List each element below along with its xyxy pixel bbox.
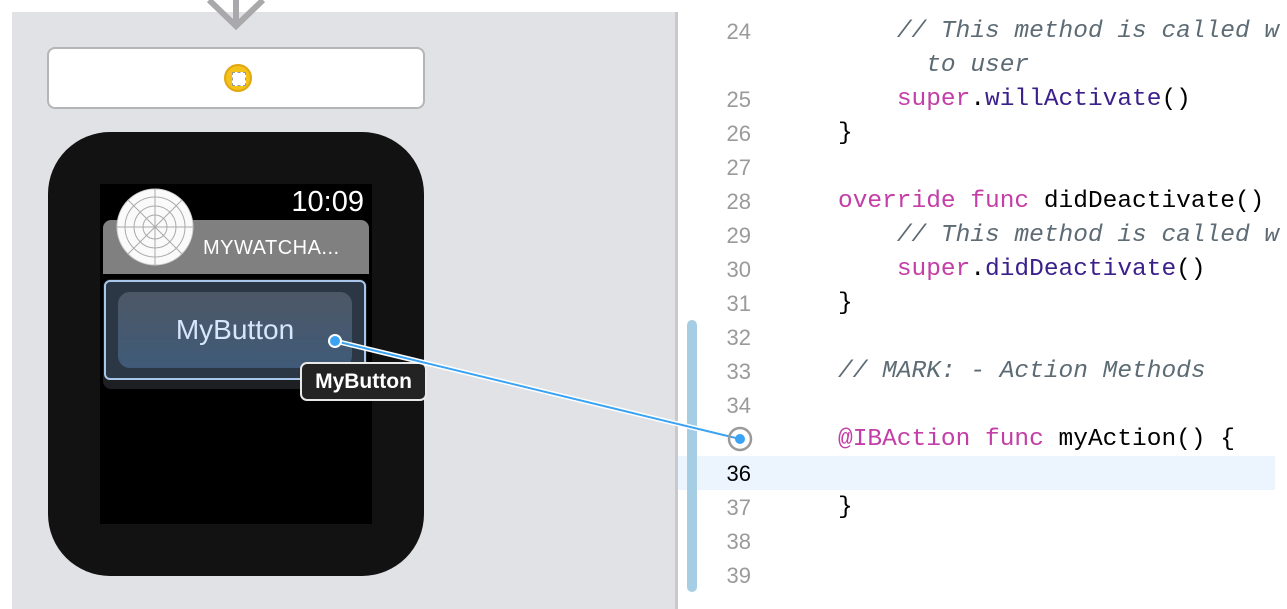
code-text: } <box>838 287 853 321</box>
code-token: } <box>838 494 853 521</box>
code-line[interactable]: 30 super.didDeactivate() <box>678 253 1287 287</box>
code-text: @IBAction func myAction() { <box>838 423 1235 457</box>
code-token: super <box>896 256 971 283</box>
code-token: . <box>970 256 986 283</box>
code-token: @IBAction <box>838 426 971 453</box>
code-token: willActivate <box>985 86 1162 113</box>
code-token <box>956 188 971 215</box>
code-line[interactable]: to user <box>678 49 1287 83</box>
segue-arrow-icon <box>206 0 266 30</box>
code-line[interactable]: 31} <box>678 287 1287 321</box>
status-time: 10:09 <box>291 186 364 218</box>
line-number: 37 <box>726 495 751 520</box>
code-line[interactable]: @IBAction func myAction() { <box>678 423 1287 457</box>
code-line[interactable]: 25 super.willActivate() <box>678 83 1287 117</box>
code-text: super.willActivate() <box>838 83 1191 117</box>
code-token: didDeactivate() <box>1029 188 1265 215</box>
code-line[interactable]: 32 <box>678 321 1287 355</box>
mybutton[interactable]: MyButton <box>118 292 352 368</box>
line-number: 25 <box>726 87 751 112</box>
interface-controller-icon[interactable] <box>224 64 252 92</box>
code-text: override func didDeactivate() <box>838 185 1264 219</box>
line-number: 31 <box>726 291 751 316</box>
code-token: didDeactivate <box>985 256 1177 283</box>
indent <box>838 18 897 45</box>
indent <box>838 52 926 79</box>
line-number: 36 <box>726 461 751 486</box>
app-name: MYWATCHA... <box>203 237 340 259</box>
code-token: () <box>1161 86 1191 113</box>
line-number: 32 <box>726 325 751 350</box>
indent <box>838 256 897 283</box>
code-text: to user <box>838 49 1029 83</box>
code-text: } <box>838 117 853 151</box>
app-icon <box>116 188 194 266</box>
code-token: () <box>1176 256 1206 283</box>
mybutton-selection[interactable]: MyButton <box>104 280 366 380</box>
change-indicator-bar <box>687 320 697 592</box>
code-line[interactable]: 37} <box>678 491 1287 525</box>
line-number: 26 <box>726 121 751 146</box>
line-number: 27 <box>726 155 751 180</box>
line-number: 28 <box>726 189 751 214</box>
code-token: to user <box>926 52 1030 79</box>
code-token: } <box>838 120 853 147</box>
code-token: func <box>970 188 1030 215</box>
code-token: } <box>838 290 853 317</box>
code-text: // This method is called w <box>838 219 1279 253</box>
line-number: 24 <box>726 19 751 44</box>
code-line[interactable]: 33 // MARK: - Action Methods <box>678 355 1287 389</box>
indent <box>838 86 897 113</box>
code-line[interactable]: 34 <box>678 389 1287 423</box>
code-line[interactable]: 29 // This method is called w <box>678 219 1287 253</box>
code-line[interactable]: 26} <box>678 117 1287 151</box>
indent <box>838 222 897 249</box>
code-text: } <box>838 491 853 525</box>
code-line[interactable]: 36 <box>678 457 1287 491</box>
code-text: // This method is called w <box>838 15 1279 49</box>
code-token: . <box>970 86 986 113</box>
code-line[interactable]: 24 // This method is called w <box>678 15 1287 49</box>
code-token: // This method is called w <box>896 18 1280 45</box>
line-number: 38 <box>726 529 751 554</box>
code-token: super <box>896 86 971 113</box>
code-token: // This method is called w <box>896 222 1280 249</box>
editor-divider[interactable] <box>675 12 678 609</box>
line-number: 33 <box>726 359 751 384</box>
line-number: 34 <box>726 393 751 418</box>
line-number: 29 <box>726 223 751 248</box>
code-token: override <box>838 188 956 215</box>
line-number: 30 <box>726 257 751 282</box>
current-line-highlight <box>678 456 1275 490</box>
code-line[interactable]: 28 override func didDeactivate() <box>678 185 1287 219</box>
code-text: // MARK: - Action Methods <box>838 355 1206 389</box>
watch-screen: 10:09 MYWATCHA... MyButton <box>100 184 372 524</box>
code-line[interactable]: 38 <box>678 525 1287 559</box>
code-line[interactable]: 27 <box>678 151 1287 185</box>
line-number: 39 <box>726 563 751 588</box>
connection-tooltip: MyButton <box>300 362 427 401</box>
code-text: super.didDeactivate() <box>838 253 1206 287</box>
code-token: func <box>985 426 1044 453</box>
code-token <box>970 426 985 453</box>
code-token: // MARK: - Action Methods <box>838 358 1206 385</box>
code-token: myAction() { <box>1043 426 1235 453</box>
code-line[interactable]: 39 <box>678 559 1287 593</box>
